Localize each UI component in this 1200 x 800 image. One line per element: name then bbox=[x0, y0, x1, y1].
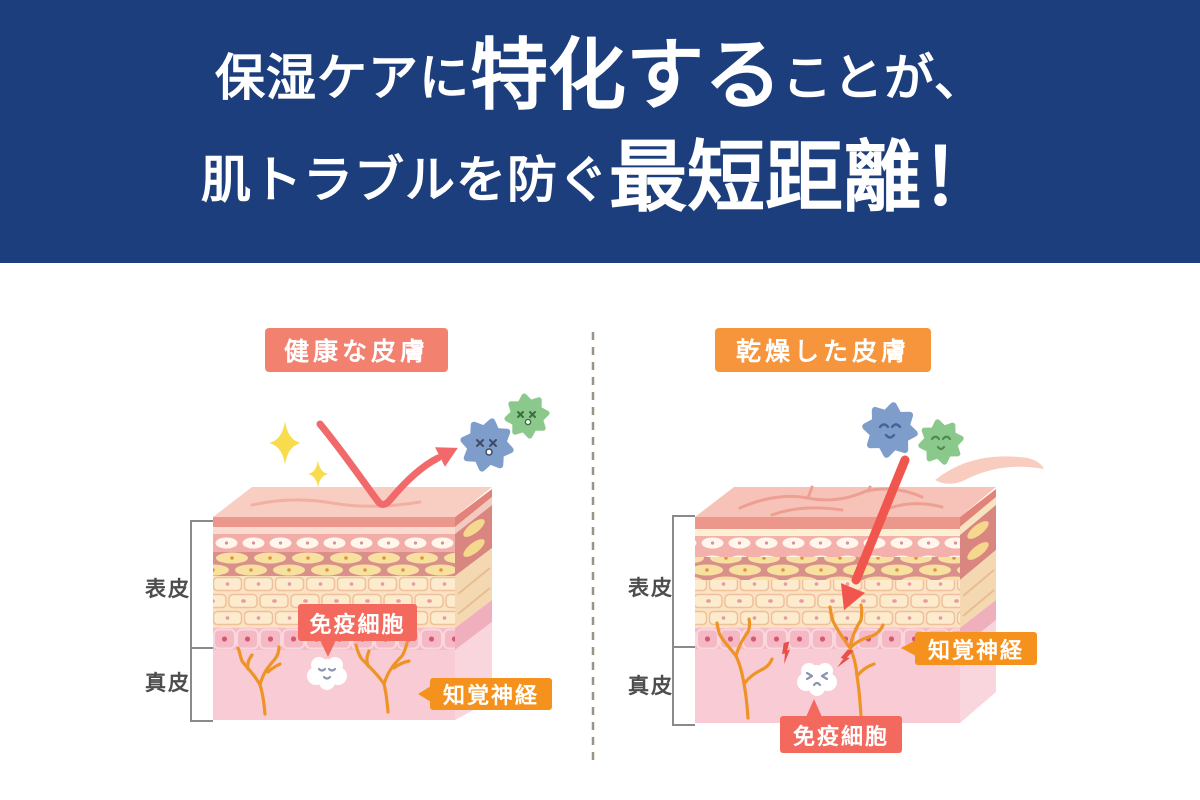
immune-cell-callout: 免疫細胞 bbox=[298, 604, 417, 641]
nerve-callout-pointer bbox=[901, 640, 916, 656]
headline-emphasis: 最短距離！ bbox=[608, 133, 999, 221]
sensory-nerve-callout: 知覚神経 bbox=[430, 678, 552, 710]
dermis-label: 真皮 bbox=[628, 675, 674, 698]
headline-text: 肌トラブルを防ぐ bbox=[200, 152, 609, 208]
epidermis-label: 表皮 bbox=[628, 577, 674, 600]
blue-germ-icon bbox=[862, 402, 918, 458]
epidermis-label: 表皮 bbox=[145, 578, 191, 601]
dry-skin-title-badge: 乾燥した皮膚 bbox=[715, 328, 931, 372]
headline-emphasis: 特化する bbox=[469, 31, 782, 119]
headline-banner: 保湿ケアに特化することが、 肌トラブルを防ぐ最短距離！ bbox=[0, 0, 1200, 263]
layer-bracket bbox=[672, 515, 695, 726]
green-germ-icon bbox=[504, 393, 549, 438]
healthy-skin-illustration bbox=[190, 393, 550, 722]
green-germ-icon bbox=[918, 419, 965, 466]
nerve-callout-pointer bbox=[418, 686, 431, 702]
dermis-label: 真皮 bbox=[145, 672, 191, 695]
headline-text: ことが、 bbox=[782, 50, 985, 106]
dry-skin-block bbox=[695, 456, 1044, 723]
headline-line-1: 保湿ケアに特化することが、 bbox=[0, 30, 1200, 114]
immune-cell-callout: 免疫細胞 bbox=[780, 716, 902, 753]
flake-icon bbox=[935, 456, 1044, 484]
immune-cell-happy-icon bbox=[307, 657, 347, 690]
nerve-tree-icon bbox=[236, 641, 411, 716]
headline-text: 保湿ケアに bbox=[214, 50, 470, 106]
bounce-arrow-icon bbox=[316, 420, 458, 508]
sparkle-icon bbox=[269, 421, 328, 488]
layer-bracket bbox=[190, 520, 213, 722]
dry-skin-illustration bbox=[672, 402, 1044, 726]
nerve-tree-icon bbox=[715, 603, 885, 720]
immune-callout-pointer bbox=[806, 699, 822, 717]
crack-lines bbox=[738, 485, 944, 517]
healthy-skin-title-badge: 健康な皮膚 bbox=[265, 328, 448, 372]
immune-callout-pointer bbox=[320, 640, 336, 657]
blue-germ-icon bbox=[459, 417, 516, 474]
penetrating-arrow-icon bbox=[840, 455, 910, 611]
sensory-nerve-callout: 知覚神経 bbox=[915, 632, 1037, 665]
immune-cell-angry-icon bbox=[778, 641, 854, 696]
headline-line-2: 肌トラブルを防ぐ最短距離！ bbox=[0, 130, 1200, 216]
